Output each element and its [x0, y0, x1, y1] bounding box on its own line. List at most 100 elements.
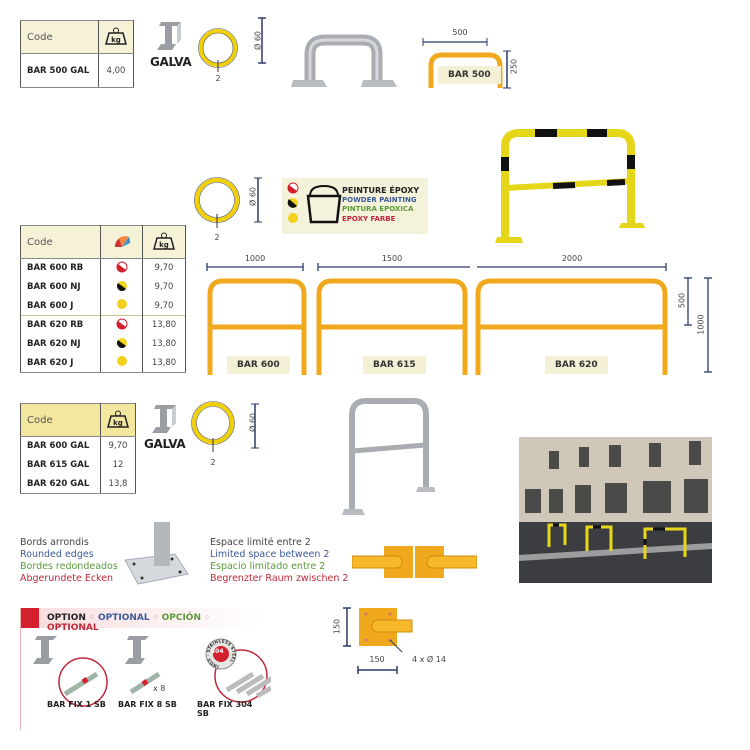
red-white-color-icon	[116, 261, 127, 273]
yellow-black-barrier-image	[495, 129, 645, 243]
table-cell-weight: 12	[100, 455, 136, 475]
text-fr: Espace limité entre 2	[210, 537, 311, 548]
width-dim-2000: 2000	[561, 254, 583, 263]
header-code: Code	[20, 403, 101, 437]
barrier-series-drawing	[206, 263, 712, 375]
kg-weight-icon: kg	[100, 403, 136, 437]
table-cell-color	[100, 277, 143, 297]
galva-label: GALVA	[150, 55, 192, 69]
limited-space-text: Espace limité entre 2 Limited space betw…	[210, 537, 348, 585]
table-cell-code: BAR 500 GAL	[20, 53, 99, 88]
i-beam-icon	[157, 22, 181, 50]
text-de: Abgerundete Ecken	[20, 573, 114, 584]
paint-label-es: PINTURA EPOXICA	[342, 205, 414, 213]
bar500-dimension-drawing	[422, 38, 511, 89]
table-cell-color	[100, 334, 143, 354]
svg-text:kg: kg	[111, 36, 121, 44]
plate-dimension-drawing	[343, 607, 413, 674]
paint-label-de: EPOXY FARBE	[342, 214, 396, 223]
text-es: Bordes redondeados	[20, 561, 118, 572]
table-cell-code: BAR 620 NJ	[20, 334, 101, 354]
paint-bucket-icon	[287, 182, 342, 224]
text-en: Rounded edges	[20, 549, 94, 560]
model-label-bar500: BAR 500	[438, 66, 501, 84]
epoxy-paint-box: PEINTURE ÉPOXY POWDER PAINTING PINTURA E…	[282, 178, 428, 234]
tube-diameter-label: Ø 60	[253, 30, 263, 51]
tube-diameter-label: Ø 60	[248, 186, 258, 207]
tube-thickness-label: 2	[215, 74, 221, 83]
plate-holes-label: 4 x Ø 14	[412, 655, 446, 664]
option-bar-fix-8: BAR FIX 8 SB	[118, 700, 177, 709]
spec-table-bar500: Code kg BAR 500 GAL 4,00	[20, 20, 134, 88]
galva-label: GALVA	[144, 437, 186, 451]
options-panel: OPTION ◦ OPTIONAL ◦ OPCIÓN ◦ OPTIONAL IN…	[20, 608, 271, 730]
table-cell-code: BAR 600 RB	[20, 258, 101, 278]
table-cell-weight: 13,80	[142, 353, 186, 373]
width-dim-1000: 1000	[244, 254, 266, 263]
table-cell-weight: 9,70	[142, 258, 186, 278]
table-cell-code: BAR 600 NJ	[20, 277, 101, 297]
galva-h-barrier-image	[342, 398, 435, 515]
svg-text:kg: kg	[113, 419, 123, 427]
tube-section-diagram	[198, 17, 266, 72]
width-dim-1500: 1500	[381, 254, 403, 263]
option-de: OPTIONAL	[47, 623, 99, 633]
anchor-bolts-illustration	[33, 636, 271, 707]
table-row: BAR 620 J 13,80	[20, 353, 186, 373]
header-code: Code	[20, 225, 101, 259]
base-plate-image	[124, 522, 189, 585]
quantity-label: x 8	[153, 684, 166, 693]
table-cell-color	[100, 353, 143, 373]
text-en: Limited space between 2	[210, 549, 330, 560]
table-row: BAR 600 RB 9,70	[20, 258, 186, 278]
tube-section-diagram	[194, 177, 262, 228]
text-fr: Bords arrondis	[20, 537, 89, 548]
table-cell-code: BAR 620 J	[20, 353, 101, 373]
i-beam-icon	[152, 405, 176, 433]
yellow-color-icon	[116, 299, 127, 310]
table-cell-weight: 9,70	[100, 436, 136, 456]
black-yellow-color-icon	[116, 280, 127, 291]
tube-diameter-label: Ø 60	[248, 412, 258, 433]
kg-weight-icon: kg	[98, 20, 134, 54]
paint-label-fr: PEINTURE ÉPOXY	[342, 186, 420, 195]
option-es: OPCIÓN	[161, 613, 201, 623]
svg-text:kg: kg	[159, 241, 169, 249]
header-code: Code	[20, 20, 99, 54]
option-bar-fix-304: BAR FIX 304 SB	[197, 700, 253, 718]
table-cell-weight: 9,70	[142, 277, 186, 297]
color-palette-icon	[100, 225, 143, 259]
model-label-bar600: BAR 600	[227, 356, 290, 374]
table-cell-code: BAR 600 J	[20, 296, 101, 316]
street-installation-photo	[519, 437, 712, 583]
text-de: Begrenzter Raum zwischen 2	[210, 573, 349, 584]
adjacent-plates-image	[352, 546, 477, 578]
model-label-bar620: BAR 620	[545, 356, 608, 374]
table-cell-weight: 13,8	[100, 474, 136, 494]
black-yellow-color-icon	[116, 337, 127, 348]
galva-u-barrier-image	[291, 34, 397, 87]
table-cell-code: BAR 620 RB	[20, 315, 101, 335]
table-cell-code: BAR 620 GAL	[20, 474, 101, 494]
height-dim-label: 250	[509, 58, 519, 75]
badge-304: 304	[211, 648, 224, 655]
table-cell-color	[100, 258, 143, 278]
text-es: Espacio limitado entre 2	[210, 561, 326, 572]
height-dim-500: 500	[677, 292, 687, 309]
option-fr: OPTION	[47, 613, 86, 623]
table-cell-color	[100, 296, 143, 316]
height-dim-1000: 1000	[696, 314, 706, 335]
yellow-color-icon	[116, 356, 127, 367]
options-header: OPTION ◦ OPTIONAL ◦ OPCIÓN ◦ OPTIONAL	[39, 608, 261, 633]
plate-width-label: 150	[369, 655, 385, 664]
table-cell-weight: 13,80	[142, 315, 186, 335]
option-en: OPTIONAL	[97, 613, 150, 623]
rounded-edges-text: Bords arrondis Rounded edges Bordes redo…	[20, 537, 118, 585]
table-cell-weight: 13,80	[142, 334, 186, 354]
stainless-steel-badge-ring: INOX · STAINLESS STEEL	[205, 638, 236, 669]
tube-thickness-label: 2	[210, 458, 216, 467]
